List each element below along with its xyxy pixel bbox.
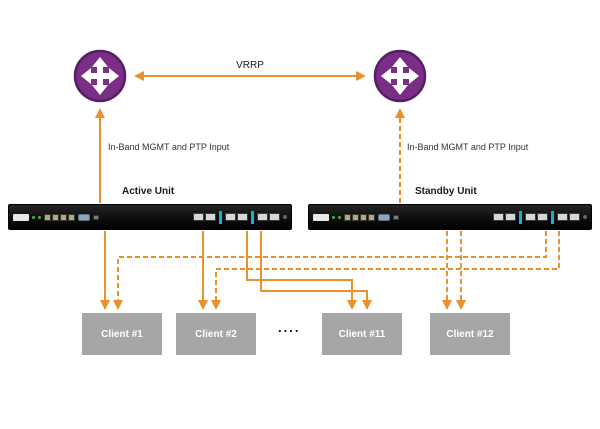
usb-port [93,214,99,220]
active-to-client11-link-a [246,231,357,310]
router-icon-right [372,48,428,104]
port-label-strip [251,210,254,224]
sfp-ports [525,213,548,221]
vga-connector [78,213,90,221]
sfp-ports [193,213,216,221]
client-box-1: Client #1 [82,313,162,355]
port-label-strip [219,210,222,224]
inband-mgmt-label-left: In-Band MGMT and PTP Input [108,142,230,152]
sfp-ports [225,213,248,221]
sfp-port [493,213,504,221]
sfp-port [569,213,580,221]
vga-connector [378,213,390,221]
status-led [332,215,335,219]
sfp-ports [257,213,280,221]
sfp-port [505,213,516,221]
router-icon [73,49,127,103]
active-unit-device [8,204,292,230]
device-logo [13,213,29,221]
client-box-2: Client #2 [176,313,256,355]
active-unit-label: Active Unit [122,186,175,197]
vrrp-label: VRRP [236,60,264,71]
standby-unit-label: Standby Unit [415,186,477,197]
sfp-ports [557,213,580,221]
standby-unit-device [308,204,592,230]
router-icon-left [72,48,128,104]
port-label-strip [519,210,522,224]
status-led [338,215,341,219]
device-logo [313,213,329,221]
sfp-port [205,213,216,221]
client-label: Client #11 [338,328,386,340]
screw [583,215,587,219]
client-box-11: Client #11 [322,313,402,355]
ethernet-port [44,213,51,221]
ethernet-ports [44,213,75,221]
sfp-port [225,213,236,221]
ethernet-port [52,213,59,221]
ethernet-port [68,213,75,221]
ethernet-ports [344,213,375,221]
port-label-strip [551,210,554,224]
sfp-port [557,213,568,221]
ethernet-port [368,213,375,221]
screw [283,215,287,219]
router-icon [373,49,427,103]
standby-to-client1-link [113,231,547,310]
standby-to-client2-link [211,231,560,310]
client-box-12: Client #12 [430,313,510,355]
ethernet-port [344,213,351,221]
status-led [32,215,35,219]
ellipsis-label: .... [278,320,301,335]
ethernet-port [360,213,367,221]
usb-port [393,214,399,220]
sfp-ports [493,213,516,221]
sfp-port [237,213,248,221]
sfp-port [537,213,548,221]
active-to-client11-link-b [260,231,372,310]
client-label: Client #12 [446,328,494,340]
sfp-port [269,213,280,221]
ethernet-port [60,213,67,221]
client-label: Client #2 [195,328,237,340]
status-led [38,215,41,219]
client-label: Client #1 [101,328,143,340]
inband-mgmt-label-right: In-Band MGMT and PTP Input [407,142,529,152]
sfp-port [525,213,536,221]
sfp-port [257,213,268,221]
ethernet-port [352,213,359,221]
sfp-port [193,213,204,221]
